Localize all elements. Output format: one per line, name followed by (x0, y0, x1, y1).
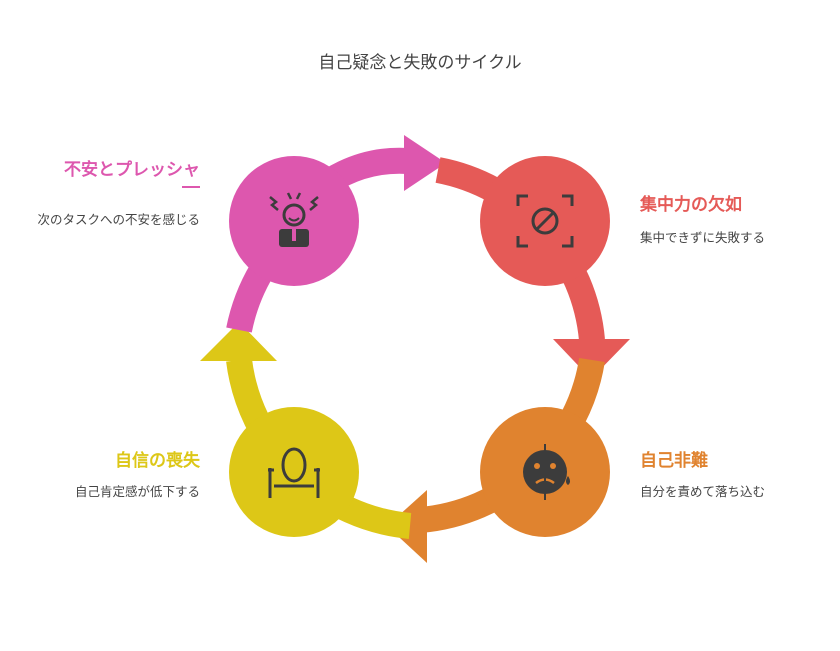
stage-desc-self-blame: 自分を責めて落ち込む (640, 484, 766, 499)
stage-desc-anxiety: 次のタスクへの不安を感じる (37, 212, 200, 227)
mirror-icon (268, 447, 320, 498)
stage-desc-confidence: 自己肯定感が低下する (74, 484, 200, 499)
stage-rule-anxiety (182, 186, 200, 188)
focus-prohibited-icon (516, 194, 574, 248)
sad-face-icon (523, 444, 570, 500)
diagram-title: 自己疑念と失敗のサイクル (318, 53, 522, 73)
stage-desc-focus: 集中できずに失敗する (640, 230, 766, 245)
stage-label-confidence: 自信の喪失 (115, 451, 200, 471)
arrow-pink-tail (226, 263, 274, 333)
stressed-person-icon (269, 192, 319, 247)
node-confidence (229, 407, 359, 537)
stage-label-self-blame: 自己非難 (640, 451, 708, 471)
stage-label-focus: 集中力の欠如 (640, 195, 742, 215)
stage-label-anxiety: 不安とプレッシャ (64, 160, 200, 180)
